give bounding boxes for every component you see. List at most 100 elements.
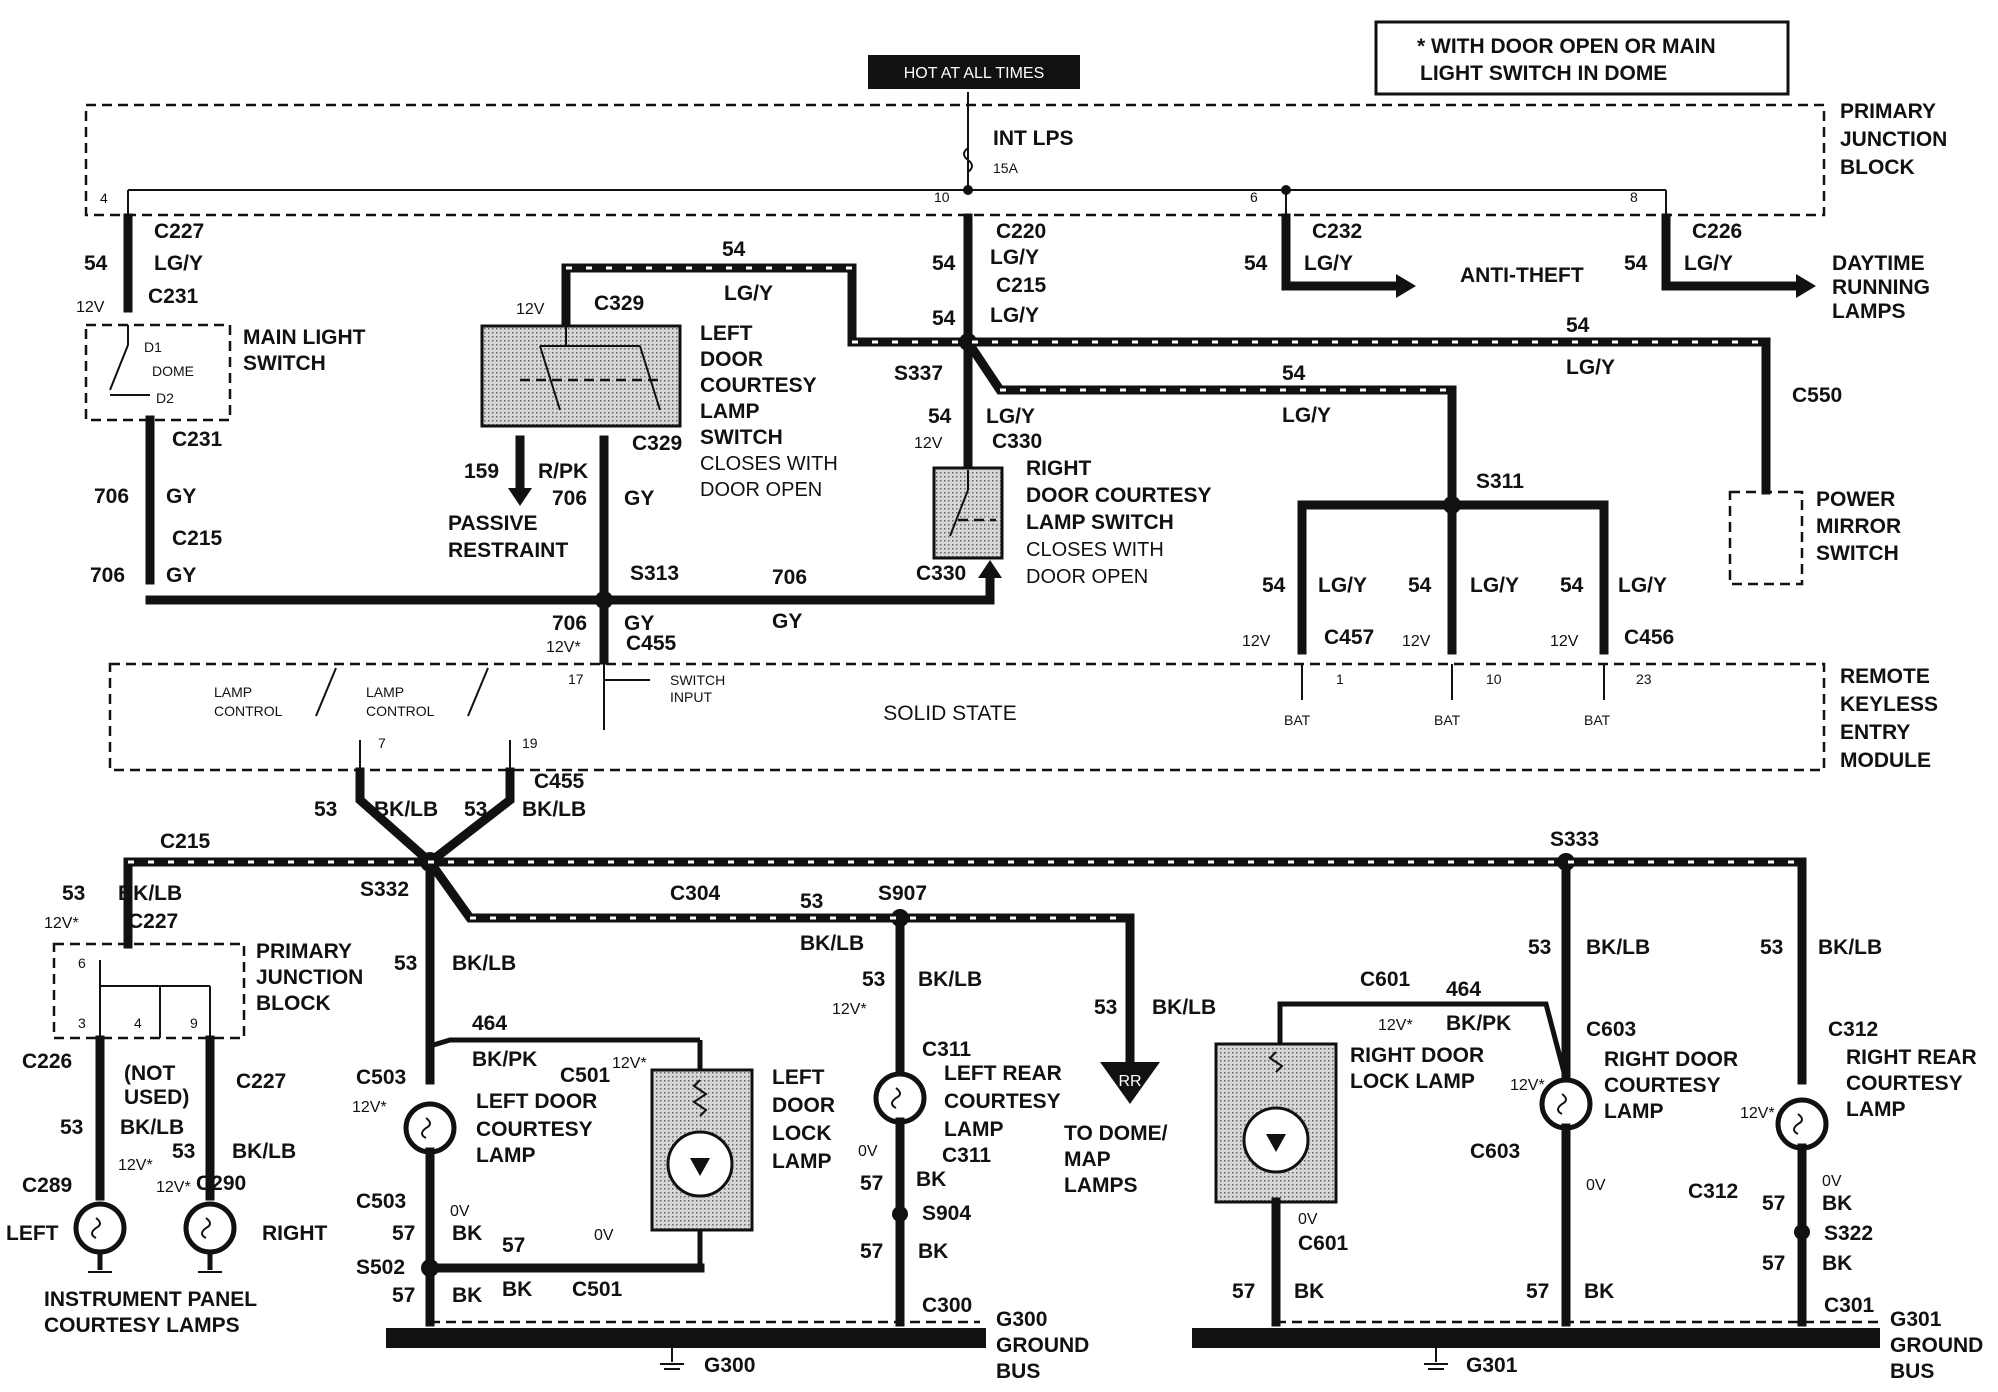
svg-text:C601: C601 <box>1360 968 1411 991</box>
svg-text:BK/LB: BK/LB <box>1152 996 1216 1019</box>
svg-text:R/PK: R/PK <box>538 460 588 483</box>
svg-text:RUNNING: RUNNING <box>1832 276 1930 299</box>
svg-text:LG/Y: LG/Y <box>1282 404 1331 427</box>
svg-text:LEFT DOOR: LEFT DOOR <box>476 1090 597 1113</box>
svg-text:C503: C503 <box>356 1066 406 1089</box>
svg-text:LOCK LAMP: LOCK LAMP <box>1350 1070 1475 1093</box>
svg-text:BK/LB: BK/LB <box>800 932 864 955</box>
svg-text:BK/LB: BK/LB <box>1818 936 1882 959</box>
svg-text:BK: BK <box>1294 1280 1324 1303</box>
svg-text:54: 54 <box>722 238 746 261</box>
svg-text:S332: S332 <box>360 878 409 901</box>
svg-text:54: 54 <box>1262 574 1286 597</box>
svg-text:BUS: BUS <box>1890 1360 1934 1383</box>
svg-text:KEYLESS: KEYLESS <box>1840 693 1938 716</box>
svg-text:LAMP SWITCH: LAMP SWITCH <box>1026 511 1174 534</box>
svg-text:RESTRAINT: RESTRAINT <box>448 539 568 562</box>
svg-text:C215: C215 <box>172 527 223 550</box>
svg-text:57: 57 <box>860 1240 883 1263</box>
svg-text:C220: C220 <box>996 220 1046 243</box>
svg-text:12V*: 12V* <box>832 1001 867 1018</box>
svg-text:53: 53 <box>862 968 885 991</box>
ground-bus-g300: G300 G300 GROUND BUS <box>386 1308 1089 1383</box>
svg-text:3: 3 <box>78 1015 86 1031</box>
svg-text:4: 4 <box>134 1015 142 1031</box>
svg-text:BK/PK: BK/PK <box>1446 1012 1511 1035</box>
svg-text:USED): USED) <box>124 1086 189 1109</box>
svg-text:RIGHT DOOR: RIGHT DOOR <box>1604 1048 1738 1071</box>
svg-text:53: 53 <box>464 798 487 821</box>
svg-text:C300: C300 <box>922 1294 972 1317</box>
svg-text:53: 53 <box>62 882 85 905</box>
svg-text:INPUT: INPUT <box>670 689 712 705</box>
svg-text:COURTESY: COURTESY <box>1846 1072 1963 1095</box>
svg-text:C501: C501 <box>560 1064 611 1087</box>
svg-text:54: 54 <box>1408 574 1432 597</box>
svg-text:DOME: DOME <box>152 363 194 379</box>
svg-text:G301: G301 <box>1466 1354 1518 1377</box>
svg-text:SWITCH: SWITCH <box>670 672 725 688</box>
svg-text:BK: BK <box>452 1284 482 1307</box>
svg-text:GROUND: GROUND <box>1890 1334 1983 1357</box>
svg-text:12V*: 12V* <box>156 1179 191 1196</box>
svg-text:GY: GY <box>166 485 196 508</box>
svg-text:10: 10 <box>934 189 950 205</box>
svg-text:LAMP: LAMP <box>772 1150 832 1173</box>
svg-text:COURTESY: COURTESY <box>944 1090 1061 1113</box>
svg-text:BK: BK <box>502 1278 532 1301</box>
svg-text:TO DOME/: TO DOME/ <box>1064 1122 1168 1145</box>
svg-text:54: 54 <box>932 307 956 330</box>
svg-text:4: 4 <box>100 190 108 206</box>
svg-text:12V*: 12V* <box>1510 1077 1545 1094</box>
left-door-lamps: 464 BK/PK C501 12V* LEFT DOOR LOCK LAMP … <box>352 1012 835 1327</box>
svg-text:57: 57 <box>1526 1280 1549 1303</box>
svg-text:SOLID STATE: SOLID STATE <box>883 702 1016 725</box>
svg-text:LG/Y: LG/Y <box>1566 356 1615 379</box>
svg-text:BK/LB: BK/LB <box>120 1116 184 1139</box>
svg-text:53: 53 <box>60 1116 83 1139</box>
svg-text:C457: C457 <box>1324 626 1374 649</box>
svg-text:BK/LB: BK/LB <box>522 798 586 821</box>
svg-text:BLOCK: BLOCK <box>1840 156 1915 179</box>
svg-text:0V: 0V <box>1822 1173 1842 1190</box>
right-courtesy-lamps: C603 RIGHT DOOR COURTESY LAMP 12V* C603 … <box>1470 1018 1977 1327</box>
svg-text:BK: BK <box>1584 1280 1614 1303</box>
svg-text:S337: S337 <box>894 362 943 385</box>
svg-text:ENTRY: ENTRY <box>1840 721 1910 744</box>
svg-text:COURTESY LAMPS: COURTESY LAMPS <box>44 1314 240 1337</box>
svg-text:COURTESY: COURTESY <box>1604 1074 1721 1097</box>
svg-text:706: 706 <box>772 566 807 589</box>
svg-text:C227: C227 <box>154 220 204 243</box>
svg-text:53: 53 <box>172 1140 195 1163</box>
svg-text:POWER: POWER <box>1816 488 1895 511</box>
svg-text:MODULE: MODULE <box>1840 749 1931 772</box>
svg-text:19: 19 <box>522 735 538 751</box>
svg-text:S502: S502 <box>356 1256 405 1279</box>
svg-text:0V: 0V <box>594 1227 614 1244</box>
svg-text:GROUND: GROUND <box>996 1334 1089 1357</box>
svg-text:54: 54 <box>84 252 108 275</box>
svg-text:LAMP: LAMP <box>1604 1100 1664 1123</box>
svg-text:LG/Y: LG/Y <box>990 304 1039 327</box>
svg-text:12V*: 12V* <box>1378 1017 1413 1034</box>
svg-text:706: 706 <box>90 564 125 587</box>
svg-text:1: 1 <box>1336 671 1344 687</box>
svg-text:57: 57 <box>1232 1280 1255 1303</box>
svg-text:C311: C311 <box>922 1038 971 1061</box>
svg-text:12V: 12V <box>516 301 545 318</box>
svg-text:C290: C290 <box>196 1172 246 1195</box>
svg-text:C455: C455 <box>534 770 585 793</box>
svg-text:LIGHT SWITCH IN DOME: LIGHT SWITCH IN DOME <box>1420 62 1667 85</box>
ground-bus-g301: G301 G301 GROUND BUS <box>1192 1308 1983 1383</box>
svg-text:JUNCTION: JUNCTION <box>256 966 363 989</box>
svg-text:RIGHT: RIGHT <box>262 1222 328 1245</box>
svg-text:BK: BK <box>452 1222 482 1245</box>
svg-text:PRIMARY: PRIMARY <box>1840 100 1936 123</box>
svg-text:54: 54 <box>1624 252 1648 275</box>
svg-text:12V: 12V <box>76 299 105 316</box>
svg-text:C312: C312 <box>1828 1018 1878 1041</box>
svg-text:C301: C301 <box>1824 1294 1875 1317</box>
svg-text:0V: 0V <box>858 1143 878 1160</box>
svg-text:12V: 12V <box>914 435 943 452</box>
svg-text:LG/Y: LG/Y <box>990 246 1039 269</box>
